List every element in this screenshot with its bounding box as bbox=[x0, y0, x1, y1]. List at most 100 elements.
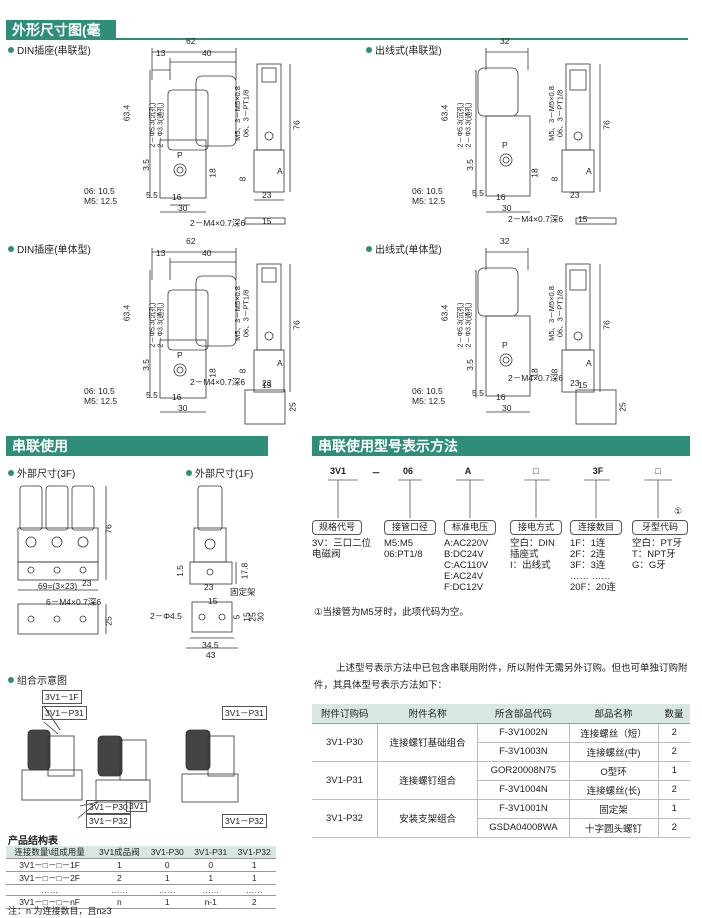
dim-8: 8 bbox=[237, 368, 248, 374]
table-header: 3V1-P32 bbox=[232, 846, 276, 859]
desc-line: C:AC110V bbox=[444, 560, 489, 571]
port-a: A bbox=[277, 358, 283, 368]
dim-30: 30 bbox=[502, 203, 512, 213]
desc-line: G：G牙 bbox=[632, 560, 666, 571]
dim-hole-b: 2－Φ3.3(通孔) bbox=[465, 302, 473, 348]
table-row: F-3V1004N 连接螺丝(长) 2 bbox=[312, 780, 690, 800]
table-header: 附件订购码 bbox=[312, 704, 378, 724]
drawing-lead-series: 32 63.4 2－Φ5.3(沉孔) 2－Φ3.3(通孔) M5、3－M5×0.… bbox=[412, 36, 658, 235]
table-header-row: 附件订购码 附件名称 所含部品代码 部品名称 数量 bbox=[312, 704, 690, 724]
table-cell: 1 bbox=[93, 858, 146, 872]
bullet-icon bbox=[8, 47, 14, 53]
dim-69: 69=(3×23) bbox=[38, 581, 78, 591]
dim-76: 76 bbox=[291, 320, 302, 330]
drawing-title-lead-single: 出线式(单体型) bbox=[366, 241, 442, 256]
combo-svg bbox=[21, 705, 239, 819]
table-row: 3V1－□－□－2F 2 1 1 1 bbox=[6, 871, 276, 885]
table-cell: 3V1－□－□－nF bbox=[6, 895, 94, 909]
dim-76: 76 bbox=[601, 320, 612, 330]
port-a: A bbox=[586, 358, 592, 368]
bullet-icon bbox=[186, 470, 192, 476]
dim-port06: 06: 10.5 bbox=[84, 186, 115, 196]
desc-line: T：NPT牙 bbox=[632, 549, 676, 560]
desc-line: 电磁阀 bbox=[312, 549, 341, 560]
manifold-3f-svg bbox=[17, 485, 107, 635]
combo-label-p32: 3V1－P32 bbox=[86, 814, 131, 828]
drawing-title-din-series: DIN插座(串联型) bbox=[8, 42, 91, 57]
combo-label-p30: 3V1－P30 bbox=[86, 800, 131, 814]
table-row: F-3V1003N 连接螺丝(中) 2 bbox=[312, 742, 690, 762]
dim-63-4: 63.4 bbox=[121, 304, 132, 322]
table-cell: F-3V1003N bbox=[477, 742, 570, 762]
dim-23: 23 bbox=[262, 378, 272, 388]
dim-port06: 06: 10.5 bbox=[84, 386, 115, 396]
model-code-spec: 3V1 bbox=[329, 466, 346, 476]
table-cell-name: 安装支架组合 bbox=[377, 799, 479, 838]
header-rule bbox=[312, 454, 690, 456]
dim-76: 76 bbox=[291, 120, 302, 130]
dim-13: 13 bbox=[156, 248, 166, 258]
table-cell: 连接螺丝(长) bbox=[569, 780, 659, 800]
table-cell: F-3V1004N bbox=[477, 780, 570, 800]
desc-line: F:DC12V bbox=[444, 582, 484, 593]
table-cell: 连接螺丝（短） bbox=[569, 723, 659, 743]
drawing-ext-1f: 1.5 23 17.8 固定架 15 2－Φ4.5 5 15 25 30 34.… bbox=[150, 478, 268, 668]
dim-pt: 06、3－PT1/8 bbox=[241, 89, 251, 138]
table-cell-name: 连接螺钉组合 bbox=[377, 761, 479, 800]
manifold-1f-svg bbox=[186, 485, 238, 649]
dim-1-5: 1.5 bbox=[174, 565, 185, 577]
model-box-wiring: 接电方式 bbox=[510, 520, 562, 535]
dim-16: 16 bbox=[496, 392, 506, 402]
model-desc-port: M5:M5 06:PT1/8 bbox=[384, 538, 423, 560]
desc-line: I：出线式 bbox=[510, 560, 551, 571]
desc-line: 3F：3连 bbox=[570, 560, 606, 571]
table-row: GSDA04008WA 十字圆头螺钉 2 bbox=[312, 818, 690, 838]
dim-30: 30 bbox=[502, 403, 512, 413]
dim-m4: 2－M4×0.7深6 bbox=[190, 218, 246, 228]
dim-62: 62 bbox=[186, 36, 196, 46]
desc-line: M5:M5 bbox=[384, 538, 414, 549]
bullet-icon bbox=[366, 47, 372, 53]
model-note: ①当接管为M5牙时，此项代码为空。 bbox=[314, 607, 469, 618]
valve-outline-svg bbox=[475, 248, 617, 425]
port-a: A bbox=[277, 166, 283, 176]
combo-label-p31: 3V1－P31 bbox=[42, 706, 87, 720]
dim-8: 8 bbox=[549, 176, 560, 182]
table-row: 3V1－□－□－1F 1 0 0 1 bbox=[6, 858, 276, 872]
dim-15: 15 bbox=[578, 380, 588, 390]
table-cell: 2 bbox=[658, 742, 690, 762]
model-box-thread: 牙型代码 bbox=[632, 520, 688, 535]
dim-32: 32 bbox=[500, 36, 510, 46]
table-header: 附件名称 bbox=[377, 704, 478, 724]
drawing-title-ext-3f: 外部尺寸(3F) bbox=[8, 465, 75, 480]
table-row: 3V1-P31 连接螺钉组合 GOR20008N75 O型环 1 bbox=[312, 761, 690, 800]
dim-pt: 06、3－PT1/8 bbox=[241, 289, 251, 338]
drawing-title-ext-1f: 外部尺寸(1F) bbox=[186, 465, 253, 480]
dim-76: 76 bbox=[103, 524, 114, 534]
desc-line: 20F：20连 bbox=[570, 582, 616, 593]
dim-43: 43 bbox=[206, 650, 216, 660]
table-cell: 2 bbox=[658, 780, 690, 800]
table-cell: …… bbox=[189, 884, 233, 896]
accessory-table: 附件订购码 附件名称 所含部品代码 部品名称 数量 3V1-P30 连接螺钉基础… bbox=[312, 704, 690, 838]
desc-line: 空白：PT牙 bbox=[632, 538, 683, 549]
dim-30: 30 bbox=[178, 203, 188, 213]
section-header-model-code: 串联使用型号表示方法 bbox=[312, 436, 690, 456]
dim-m4: 2－M4×0.7深6 bbox=[508, 214, 564, 224]
table-header: 3V1成品阀 bbox=[93, 846, 146, 859]
desc-line: 1F：1连 bbox=[570, 538, 606, 549]
table-cell: …… bbox=[6, 884, 94, 896]
dim-23: 23 bbox=[570, 378, 580, 388]
table-cell: 1 bbox=[658, 761, 690, 781]
dim-m4: 2－M4×0.7深6 bbox=[190, 377, 246, 387]
dim-port06: 06: 10.5 bbox=[412, 386, 443, 396]
model-code-wiring: □ bbox=[533, 466, 539, 476]
model-code-voltage: A bbox=[464, 466, 472, 476]
dim-hole-b: 2－Φ3.3(通孔) bbox=[465, 102, 473, 148]
desc-line: B:DC24V bbox=[444, 549, 484, 560]
header-rule bbox=[6, 38, 688, 40]
drawing-title-din-single: DIN插座(单体型) bbox=[8, 241, 91, 256]
model-code-thread: □ bbox=[655, 466, 661, 476]
dim-8: 8 bbox=[237, 176, 248, 182]
dim-5: 5 bbox=[231, 614, 242, 620]
